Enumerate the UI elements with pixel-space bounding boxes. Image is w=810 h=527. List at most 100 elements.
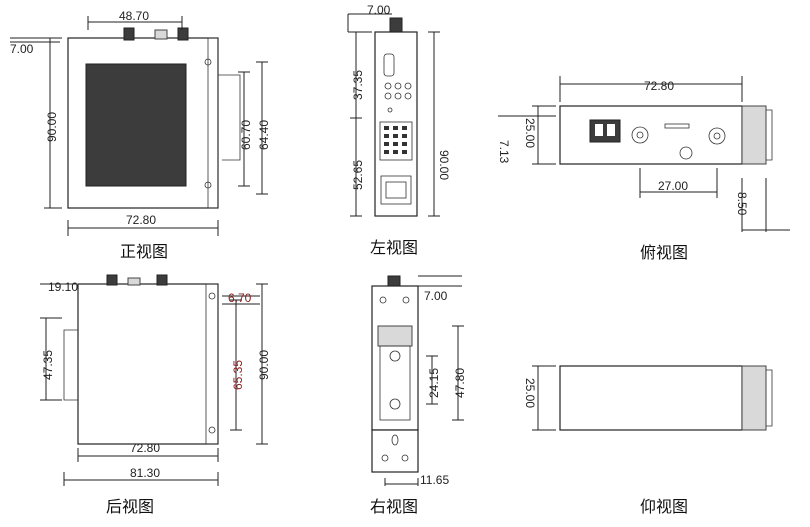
power-pin — [607, 124, 615, 136]
dim-60-70: 60.70 — [239, 120, 253, 150]
dim-left-90-00: 90.00 — [437, 150, 451, 180]
dim-48-70: 48.70 — [119, 9, 149, 23]
dim-line-top-72 — [559, 76, 743, 102]
din-rail-plate — [379, 345, 411, 421]
dim-7-00: 7.00 — [10, 42, 34, 56]
dim-64-40: 64.40 — [257, 120, 271, 150]
sma-connector-core — [713, 132, 721, 140]
dim-line-24 — [426, 355, 438, 405]
rear-body — [77, 283, 219, 445]
bottom-rail-end — [741, 365, 767, 431]
screw-icon — [208, 292, 216, 300]
dim-left-7-00: 7.00 — [367, 3, 391, 17]
front-view: 48.70 7.00 90.00 60.70 64.40 72.80 正视图 — [10, 9, 271, 261]
dim-line-72 — [67, 220, 219, 236]
dim-line-right-7 — [418, 275, 462, 287]
dim-line-rear-90 — [256, 283, 268, 445]
dim-47-35: 47.35 — [41, 350, 55, 380]
dim-line-top-48 — [87, 16, 183, 30]
dim-line-47-8 — [452, 325, 464, 421]
screw-icon — [402, 296, 410, 304]
mount-hole — [391, 434, 399, 446]
bottom-body — [559, 365, 743, 431]
caption-top: 俯视图 — [640, 243, 688, 262]
dim-19-10: 19.10 — [48, 280, 78, 294]
antenna-left — [123, 27, 135, 41]
rear-view: 19.10 6.70 47.35 65.35 90.00 72.80 81.30… — [40, 274, 271, 516]
right-view: 7.00 24.15 47.80 11.65 右视图 — [370, 275, 467, 516]
screw-icon — [381, 454, 389, 462]
screw-icon — [208, 426, 216, 434]
dim-right-7-00: 7.00 — [424, 289, 448, 303]
terminal-block — [379, 121, 413, 161]
rear-antenna — [106, 274, 118, 286]
right-mount — [371, 429, 419, 473]
top-body — [559, 105, 743, 165]
caption-left: 左视图 — [370, 238, 418, 257]
dim-81-30: 81.30 — [130, 466, 160, 480]
left-antenna — [389, 17, 403, 33]
sma-connector-icon — [679, 146, 693, 160]
dim-6-70: 6.70 — [228, 291, 252, 305]
antenna-right — [177, 27, 189, 41]
top-rail-clip — [766, 109, 773, 161]
screw-icon — [204, 181, 212, 189]
din-clip — [377, 325, 413, 347]
left-body — [374, 31, 418, 217]
dim-27-00: 27.00 — [658, 179, 688, 193]
dim-top-72-80: 72.80 — [644, 79, 674, 93]
front-side-rail — [207, 37, 219, 209]
top-slot — [664, 123, 690, 129]
screw-icon — [401, 454, 409, 462]
dim-line-65 — [230, 299, 242, 431]
bottom-rail-clip — [766, 369, 773, 427]
sma-connector-icon — [631, 126, 649, 144]
dim-52-65: 52.65 — [351, 160, 365, 190]
screw-icon — [389, 350, 401, 362]
screw-icon — [204, 58, 212, 66]
dim-line-11 — [384, 478, 419, 486]
dim-line-rear-72 — [77, 448, 219, 462]
led-grid — [384, 82, 412, 113]
dim-line-64 — [256, 61, 268, 195]
dim-90-00: 90.00 — [45, 112, 59, 142]
dim-top-25-00: 25.00 — [523, 118, 537, 148]
right-body — [371, 285, 419, 431]
dim-47-80: 47.80 — [453, 368, 467, 398]
dim-7-13: 7.13 — [497, 140, 511, 164]
caption-rear: 后视图 — [106, 497, 154, 516]
dim-line-60 — [238, 71, 250, 187]
top-rail-end — [741, 105, 767, 165]
dim-line-27 — [639, 168, 718, 198]
dim-rear-72-80: 72.80 — [130, 441, 160, 455]
dim-65-35: 65.35 — [231, 360, 245, 390]
rear-side-rail — [205, 283, 219, 445]
usb-port-icon — [383, 53, 395, 77]
screw-icon — [379, 296, 387, 304]
top-view: 72.80 25.00 7.13 27.00 8.50 俯视图 — [497, 76, 790, 262]
front-panel — [85, 63, 187, 187]
bottom-view: 25.00 仰视图 — [523, 365, 773, 516]
dim-line-left-90 — [428, 31, 440, 217]
dim-bottom-25-00: 25.00 — [523, 378, 537, 408]
sma-connector-core — [636, 131, 644, 139]
rear-din-clip — [63, 329, 78, 401]
caption-right: 右视图 — [370, 497, 418, 516]
dim-24-15: 24.15 — [427, 368, 441, 398]
dim-line-81 — [63, 472, 219, 486]
rear-connector — [127, 277, 141, 286]
power-connector — [589, 119, 621, 143]
terminal-pins — [384, 126, 407, 154]
caption-bottom: 仰视图 — [640, 497, 688, 516]
sma-connector-icon — [708, 127, 726, 145]
dim-8-50: 8.50 — [735, 192, 749, 216]
front-connector — [154, 29, 168, 40]
power-pin — [595, 124, 603, 136]
dim-line-52 — [350, 118, 362, 217]
front-din-clip — [218, 74, 241, 161]
ethernet-port-icon — [380, 175, 412, 205]
dim-line-6-7 — [222, 295, 260, 305]
screw-icon — [389, 398, 401, 410]
dim-rear-90-00: 90.00 — [257, 350, 271, 380]
ethernet-port-inner — [385, 181, 407, 199]
